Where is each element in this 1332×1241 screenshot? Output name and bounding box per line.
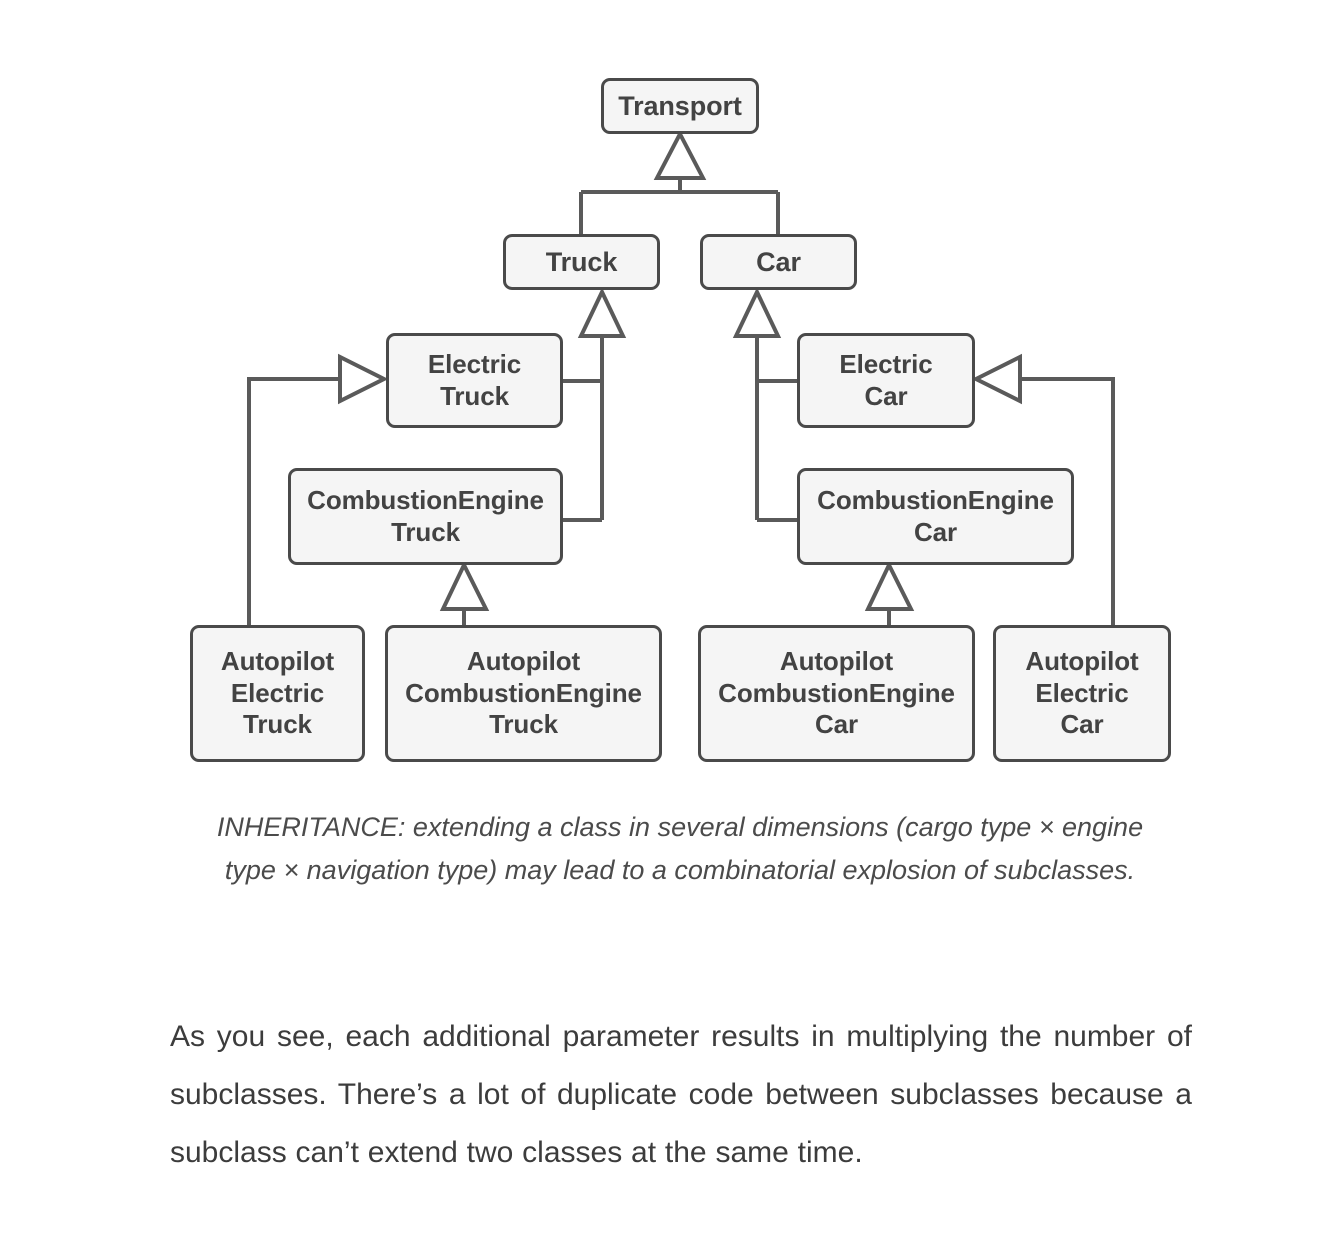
arrowhead-electric-truck — [338, 353, 389, 405]
class-box-truck[interactable]: Truck — [503, 234, 660, 290]
class-box-car[interactable]: Car — [700, 234, 857, 290]
arrowhead-truck — [577, 287, 627, 338]
class-box-label: Transport — [618, 90, 742, 121]
class-box-label: Truck — [545, 246, 618, 277]
edge-autopilot-electric-car — [1020, 377, 1115, 625]
figure-caption: INHERITANCE: extending a class in severa… — [216, 812, 1144, 885]
arrowhead-combustion-engine-truck — [439, 560, 490, 611]
body-paragraph: As you see, each additional parameter re… — [170, 1020, 1192, 1169]
arrowhead-electric-car — [971, 353, 1022, 405]
arrowhead-combustion-engine-car — [864, 560, 915, 611]
diagram-connectors — [247, 129, 1115, 625]
class-box-transport[interactable]: Transport — [601, 78, 759, 134]
arrowhead-car — [732, 287, 782, 338]
edge-autopilot-electric-truck — [247, 377, 340, 625]
arrowhead-transport — [653, 129, 707, 180]
class-box-label: Car — [756, 246, 801, 277]
